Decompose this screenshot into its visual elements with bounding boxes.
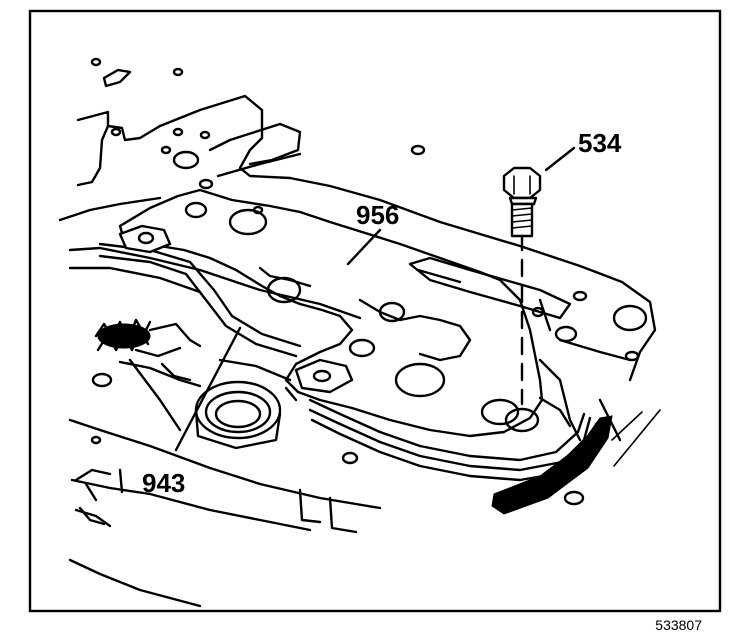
harness-connectors (118, 224, 354, 402)
callout-534: 534 (578, 128, 622, 158)
figure-id: 533807 (655, 617, 702, 633)
gasket-plate (118, 188, 544, 438)
lower-housing (74, 358, 292, 528)
case-bore (194, 380, 282, 450)
callout-956: 956 (356, 200, 399, 230)
diagram-frame (28, 9, 722, 613)
leader-534 (544, 146, 576, 172)
callout-943: 943 (142, 468, 185, 498)
leader-956 (346, 228, 382, 266)
transmission-case (58, 94, 657, 608)
leader-943 (174, 326, 242, 452)
bolt-534 (502, 166, 542, 433)
case-rib (408, 256, 572, 332)
bolt-holes (90, 57, 648, 506)
filter-coil (491, 409, 661, 515)
